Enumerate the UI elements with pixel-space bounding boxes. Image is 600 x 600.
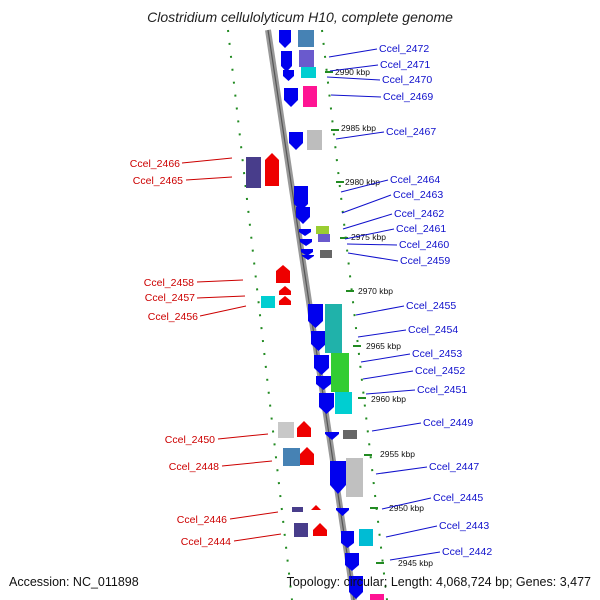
- gene-2470: [283, 70, 294, 81]
- label-ccel-2456: Ccel_2456: [148, 311, 198, 323]
- reverse-cog-boxes: [298, 30, 384, 600]
- label-ccel-2466: Ccel_2466: [130, 158, 180, 170]
- gene-2469: [284, 88, 298, 107]
- label-ccel-2464: Ccel_2464: [390, 174, 440, 186]
- gene-2472: [279, 30, 291, 48]
- gene-2452: [316, 376, 331, 390]
- label-ccel-2447: Ccel_2447: [429, 461, 479, 473]
- label-ccel-2448: Ccel_2448: [169, 461, 219, 473]
- cog-box-2446: [292, 507, 303, 512]
- tick-label-2955: 2955 kbp: [380, 449, 415, 459]
- gene-2461: [300, 239, 312, 246]
- gene-2467: [289, 132, 303, 150]
- tick-label-2950: 2950 kbp: [389, 503, 424, 513]
- gene-2454: [311, 331, 326, 351]
- cog-box-2456: [261, 296, 275, 308]
- label-ccel-2462: Ccel_2462: [394, 208, 444, 220]
- kbp-ticks: 2990 kbp 2985 kbp 2980 kbp 2975 kbp 2970…: [325, 67, 433, 568]
- gene-2449: [325, 432, 339, 440]
- label-ccel-2459: Ccel_2459: [400, 255, 450, 267]
- gene-2448: [300, 447, 314, 465]
- label-ccel-2455: Ccel_2455: [406, 300, 456, 312]
- cog-box-2448: [283, 448, 300, 466]
- label-ccel-2469: Ccel_2469: [383, 91, 433, 103]
- label-ccel-2452: Ccel_2452: [415, 365, 465, 377]
- label-ccel-2471: Ccel_2471: [380, 59, 430, 71]
- label-ccel-2443: Ccel_2443: [439, 520, 489, 532]
- label-ccel-2453: Ccel_2453: [412, 348, 462, 360]
- label-ccel-2472: Ccel_2472: [379, 43, 429, 55]
- tick-label-2990: 2990 kbp: [335, 67, 370, 77]
- gene-2458: [276, 265, 290, 283]
- label-ccel-2457: Ccel_2457: [145, 292, 195, 304]
- gene-2450: [297, 421, 311, 437]
- genome-summary-text: Topology: circular; Length: 4,068,724 bp…: [286, 575, 591, 589]
- cog-box-2466: [246, 157, 261, 188]
- accession-text: Accession: NC_011898: [9, 575, 139, 589]
- left-leaders: [181, 157, 282, 542]
- label-ccel-2458: Ccel_2458: [144, 277, 194, 289]
- label-ccel-2446: Ccel_2446: [177, 514, 227, 526]
- gene-2445: [336, 508, 349, 516]
- tick-label-2985: 2985 kbp: [341, 123, 376, 133]
- left-guide-line: [227, 29, 293, 600]
- gene-2459: [302, 255, 314, 260]
- gene-2453: [314, 355, 329, 375]
- reverse-genes: [279, 30, 363, 599]
- tick-label-2970: 2970 kbp: [358, 286, 393, 296]
- tick-label-2980: 2980 kbp: [345, 177, 380, 187]
- gene-2462: [299, 229, 311, 236]
- gene-2443: [341, 531, 354, 548]
- gene-2446: [311, 505, 321, 510]
- label-ccel-2442: Ccel_2442: [442, 546, 492, 558]
- gene-2471: [281, 51, 292, 72]
- gene-2442: [345, 553, 359, 571]
- tick-label-2945: 2945 kbp: [398, 558, 433, 568]
- gene-2464: [294, 186, 308, 211]
- label-ccel-2467: Ccel_2467: [386, 126, 436, 138]
- label-ccel-2465: Ccel_2465: [133, 175, 183, 187]
- right-guide-line: [321, 29, 388, 600]
- gene-2444: [313, 523, 327, 536]
- tick-label-2965: 2965 kbp: [366, 341, 401, 351]
- label-ccel-2470: Ccel_2470: [382, 74, 432, 86]
- gene-2455: [308, 304, 323, 328]
- gene-2463: [296, 207, 310, 224]
- gene-2457: [279, 286, 291, 295]
- map-title: Clostridium cellulolyticum H10, complete…: [147, 9, 453, 25]
- label-ccel-2463: Ccel_2463: [393, 189, 443, 201]
- tick-label-2975: 2975 kbp: [351, 232, 386, 242]
- gene-2465: [265, 153, 279, 186]
- gene-2457b: [279, 296, 291, 305]
- label-ccel-2460: Ccel_2460: [399, 239, 449, 251]
- label-ccel-2451: Ccel_2451: [417, 384, 467, 396]
- label-ccel-2454: Ccel_2454: [408, 324, 458, 336]
- label-ccel-2461: Ccel_2461: [396, 223, 446, 235]
- gene-2451: [319, 393, 334, 414]
- forward-genes: [246, 153, 327, 537]
- label-ccel-2445: Ccel_2445: [433, 492, 483, 504]
- tick-label-2960: 2960 kbp: [371, 394, 406, 404]
- label-ccel-2450: Ccel_2450: [165, 434, 215, 446]
- gene-2460: [301, 249, 313, 256]
- gene-2441: [349, 576, 363, 599]
- gene-2447: [330, 461, 346, 494]
- right-leaders: [326, 48, 441, 561]
- cog-box-2444: [294, 523, 308, 537]
- cog-box-2450: [278, 422, 294, 438]
- label-ccel-2444: Ccel_2444: [181, 536, 231, 548]
- label-ccel-2449: Ccel_2449: [423, 417, 473, 429]
